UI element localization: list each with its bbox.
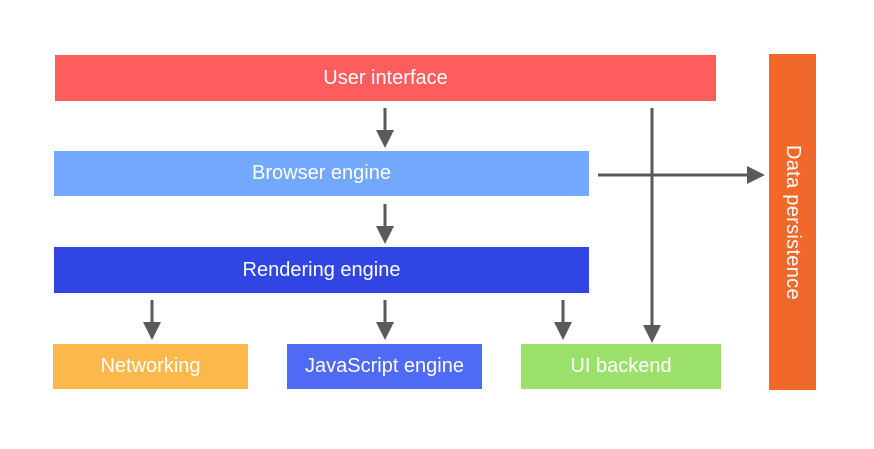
browser-engine-label: Browser engine xyxy=(252,162,391,184)
browser-engine-box: Browser engine xyxy=(54,151,589,196)
networking-label: Networking xyxy=(100,355,201,377)
ui-backend-label: UI backend xyxy=(570,355,672,377)
javascript-engine-label: JavaScript engine xyxy=(305,355,464,377)
javascript-engine-box: JavaScript engine xyxy=(287,344,482,389)
data-persistence-box: Data persistence xyxy=(769,54,816,390)
user-interface-box: User interface xyxy=(55,55,716,101)
user-interface-label: User interface xyxy=(323,66,448,89)
rendering-engine-label: Rendering engine xyxy=(242,258,401,281)
data-persistence-label: Data persistence xyxy=(782,144,804,300)
networking-box: Networking xyxy=(53,344,248,389)
ui-backend-box: UI backend xyxy=(521,344,721,389)
rendering-engine-box: Rendering engine xyxy=(54,247,589,293)
